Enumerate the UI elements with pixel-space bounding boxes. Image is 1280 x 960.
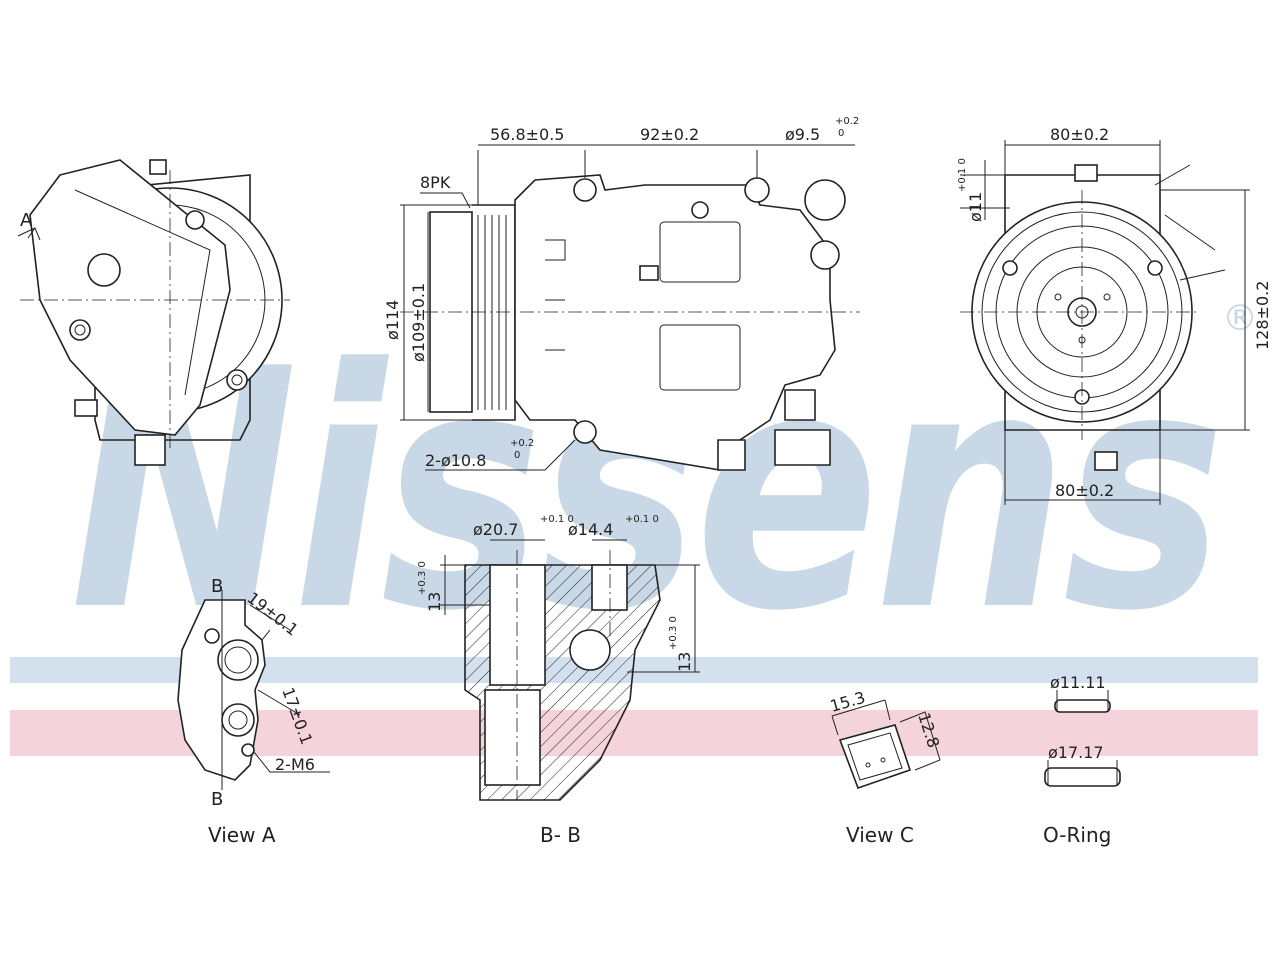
dim-10-8-tol-top: +0.2 xyxy=(510,438,534,449)
belt-label: 8PK xyxy=(420,173,451,192)
compressor-front-view: 56.8±0.5 92±0.2 ø9.5 +0.2 0 8PK ø114 ø10… xyxy=(383,116,860,471)
dim-92: 92±0.2 xyxy=(640,125,699,144)
dim-m6: 2-M6 xyxy=(275,755,315,774)
dim-9-5-tol-top: +0.2 xyxy=(835,116,859,127)
dim-9-5-tol-bot: 0 xyxy=(838,128,844,139)
caption-o-ring: O-Ring xyxy=(1043,823,1111,847)
dim-o-ring-large: ø17.17 xyxy=(1048,743,1104,762)
dim-20-7-tol: +0.1 0 xyxy=(540,514,574,525)
caption-section-bb: B- B xyxy=(540,823,581,847)
dim-128: 128±0.2 xyxy=(1253,281,1272,350)
dim-9-5: ø9.5 xyxy=(785,125,820,144)
section-mark-top: B xyxy=(211,576,223,597)
dim-114: ø114 xyxy=(383,300,402,340)
dim-13-left-tol: +0.3 0 xyxy=(417,561,428,595)
dim-109: ø109±0.1 xyxy=(409,283,428,362)
dim-80-top: 80±0.2 xyxy=(1050,125,1109,144)
dim-11: ø11 xyxy=(966,192,985,222)
section-mark-bottom: B xyxy=(211,789,223,810)
dim-13-left: 13 xyxy=(425,592,444,612)
view-a-arrow-label: A xyxy=(20,210,33,231)
o-ring-detail: ø11.11 ø17.17 O-Ring xyxy=(1043,673,1121,847)
dim-20-7: ø20.7 xyxy=(473,520,518,539)
dim-10-8-tol-bot: 0 xyxy=(514,450,520,461)
compressor-rear-view: 80±0.2 80±0.2 ø11 +0.1 0 128±0.2 xyxy=(957,125,1272,505)
compressor-side-view: A xyxy=(17,159,290,466)
dim-13-right: 13 xyxy=(675,652,694,672)
dim-10-8: 2-ø10.8 xyxy=(425,451,486,470)
dim-o-ring-small: ø11.11 xyxy=(1050,673,1106,692)
dim-14-4: ø14.4 xyxy=(568,520,613,539)
dim-80-bottom: 80±0.2 xyxy=(1055,481,1114,500)
dim-14-4-tol: +0.1 0 xyxy=(625,514,659,525)
dim-13-right-tol: +0.3 0 xyxy=(668,616,679,650)
caption-view-a: View A xyxy=(208,823,276,847)
caption-view-c: View C xyxy=(846,823,914,847)
watermark-registered-mark: ® xyxy=(1222,298,1258,339)
section-bb-detail: ø20.7 +0.1 0 ø14.4 +0.1 0 13 +0.3 0 13 +… xyxy=(417,514,700,847)
dim-56-8: 56.8±0.5 xyxy=(490,125,564,144)
dim-11-tol: +0.1 0 xyxy=(957,158,968,192)
